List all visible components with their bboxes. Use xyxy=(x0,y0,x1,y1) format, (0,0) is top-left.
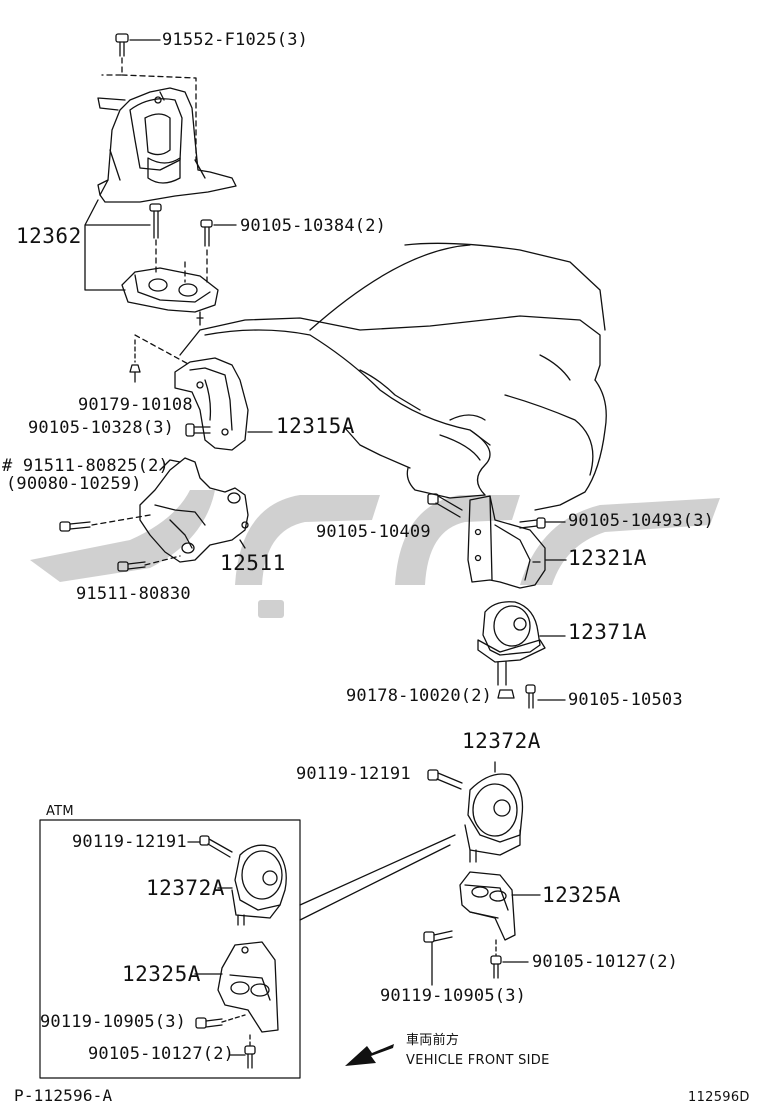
label-inset-bolt-90119-12191: 90119-12191 xyxy=(72,832,187,852)
bolt-90105-10328 xyxy=(185,423,211,437)
bolt-90119-10905 xyxy=(423,930,453,986)
label-bolt-91511-80825: # 91511-80825(2) xyxy=(2,456,169,476)
bolt-91511-80825 xyxy=(59,521,91,532)
label-inset-bolt-90105-10127: 90105-10127(2) xyxy=(88,1044,235,1064)
bolt-lower-mount-1 xyxy=(149,203,162,239)
label-nut-90178-10020: 90178-10020(2) xyxy=(346,686,493,706)
bolt-90105-10493 xyxy=(519,517,566,529)
label-bracket-12315a: 12315A xyxy=(276,414,355,438)
label-insulator-12372a: 12372A xyxy=(462,729,541,753)
footer-left-code: P-112596-A xyxy=(14,1086,113,1105)
footer-right-code: 112596D xyxy=(688,1090,750,1105)
label-bolt-90105-10127: 90105-10127(2) xyxy=(532,952,679,972)
arrow-icon xyxy=(345,1044,394,1066)
label-inset-insulator-12372a: 12372A xyxy=(146,876,225,900)
label-bolt-90119-12191: 90119-12191 xyxy=(296,764,411,784)
label-mount-12362: 12362 xyxy=(16,224,82,248)
label-inset-bracket-12325a: 12325A xyxy=(122,962,201,986)
bolt-90105-10503 xyxy=(525,684,566,709)
insulator-12371a xyxy=(477,601,566,686)
mount-12362-lower xyxy=(121,267,219,326)
label-bracket-12511: 12511 xyxy=(220,551,286,575)
inset-title: ATM xyxy=(46,804,74,819)
bolt-91552-f1025 xyxy=(115,33,161,57)
bolt-90119-12191 xyxy=(427,769,463,790)
label-insulator-12371a: 12371A xyxy=(568,620,647,644)
nut-90179-10108 xyxy=(129,339,141,383)
watermark-logo xyxy=(30,490,720,618)
vehicle-front-label-en: VEHICLE FRONT SIDE xyxy=(406,1053,550,1068)
bolt-90105-10384 xyxy=(200,219,237,247)
bolt-91511-80830 xyxy=(117,561,146,572)
label-inset-bolt-90119-10905: 90119-10905(3) xyxy=(40,1012,187,1032)
bolt-90105-10409 xyxy=(427,493,463,518)
label-bolt-91511-80830: 91511-80830 xyxy=(76,584,191,604)
label-bolt-90105-10384: 90105-10384(2) xyxy=(240,216,387,236)
label-bolt-90105-10409: 90105-10409 xyxy=(316,522,431,542)
mount-12362-upper xyxy=(97,87,237,203)
bolt-90105-10127 xyxy=(490,939,529,979)
label-bolt-90105-10328: 90105-10328(3) xyxy=(28,418,175,438)
nut-90178-10020 xyxy=(497,689,515,699)
label-bolt-90080-10259: (90080-10259) xyxy=(6,474,142,494)
inset-bolt-90119-10905 xyxy=(195,1014,246,1029)
label-bolt-91552-f1025: 91552-F1025(3) xyxy=(162,30,309,50)
bracket-12325a xyxy=(459,871,541,941)
bracket-12315a xyxy=(174,357,249,451)
inset-bracket-12325a xyxy=(217,941,279,1033)
label-bolt-90119-10905: 90119-10905(3) xyxy=(380,986,527,1006)
vehicle-front-label-jp: 車両前方 xyxy=(406,1033,460,1048)
label-bracket-12321a: 12321A xyxy=(568,546,647,570)
engine-outline xyxy=(179,242,607,511)
bracket-12511 xyxy=(139,457,249,563)
label-bolt-90105-10493: 90105-10493(3) xyxy=(568,511,715,531)
label-bolt-90105-10503: 90105-10503 xyxy=(568,690,683,710)
label-nut-90179-10108: 90179-10108 xyxy=(78,395,193,415)
inset-bolt-90105-10127 xyxy=(244,1034,256,1069)
label-bracket-12325a: 12325A xyxy=(542,883,621,907)
bracket-12321a xyxy=(467,495,546,589)
atm-inset-box xyxy=(39,819,301,1079)
inset-bolt-90119-12191 xyxy=(199,835,233,858)
insulator-12372a xyxy=(464,761,524,863)
inset-insulator-12372a xyxy=(231,844,287,926)
